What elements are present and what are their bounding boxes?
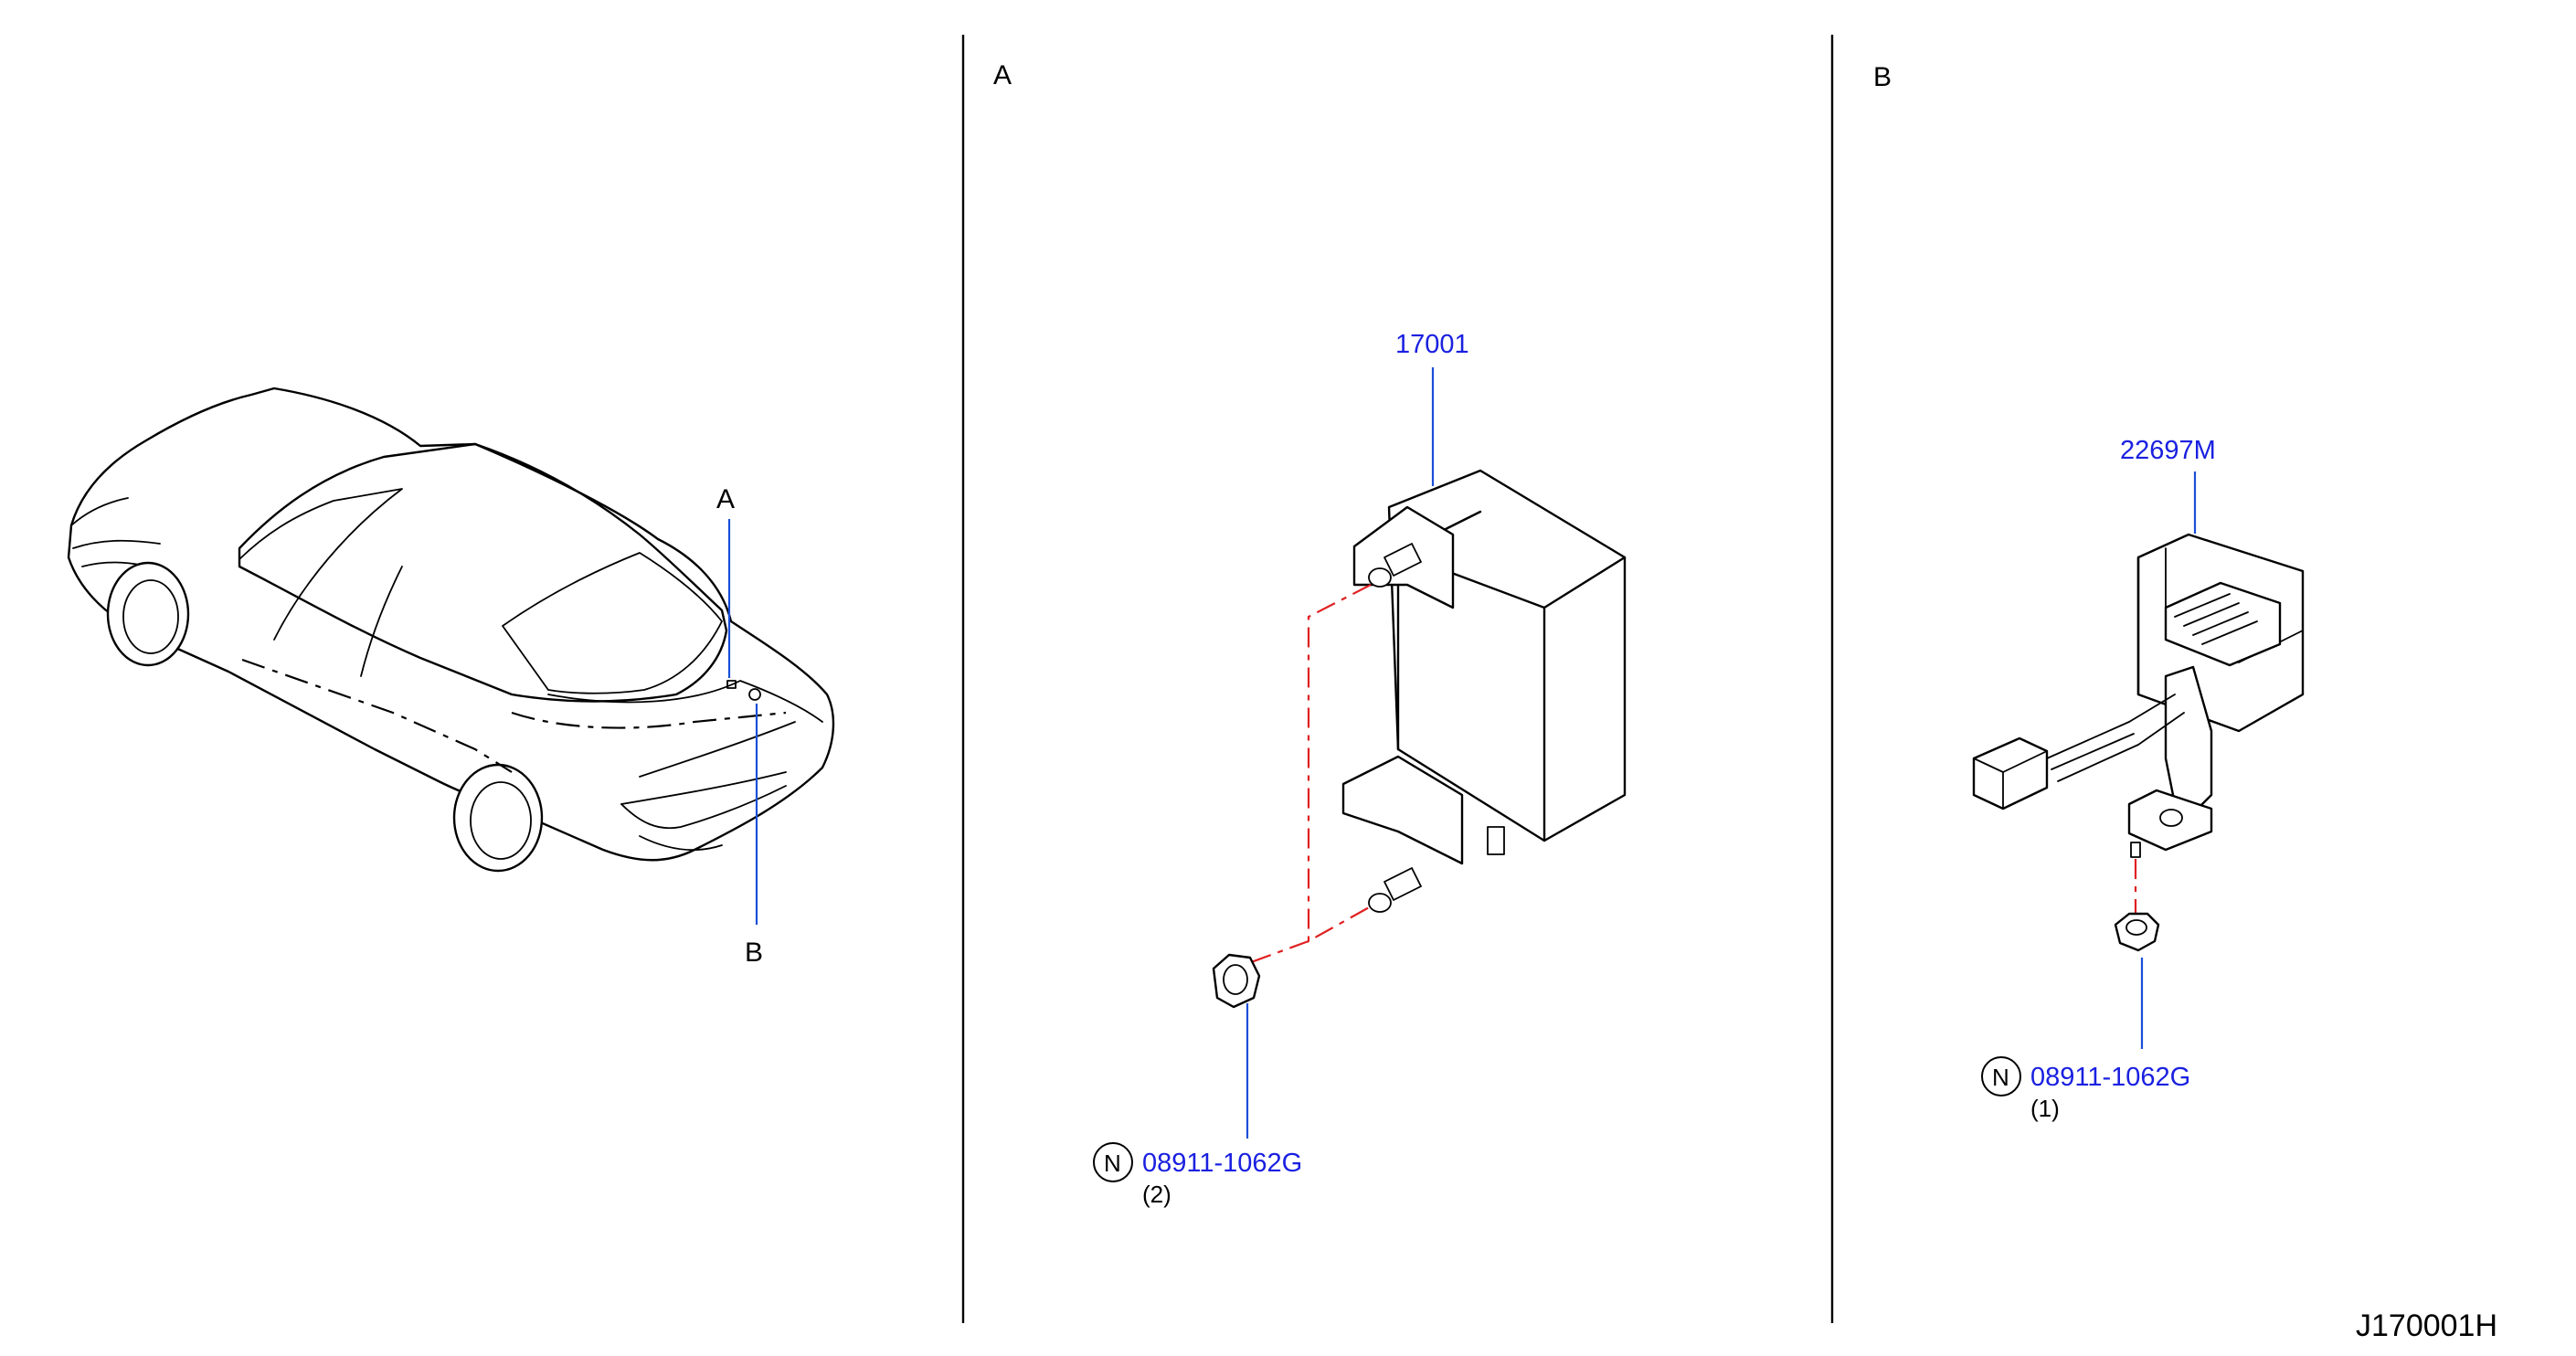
car-illustration [67,387,835,873]
diagram-code: J170001H [2356,1308,2497,1343]
panel-a-letter: A [993,60,1012,90]
nut-b-part-number[interactable]: 08911-1062G [2030,1063,2190,1092]
nut-b-quantity: (1) [2030,1095,2060,1122]
car-callout-a-label: A [716,484,735,514]
bracket-part-number[interactable]: 22697M [2120,436,2216,465]
control-module-17001 [1341,469,1627,913]
module-part-number[interactable]: 17001 [1395,330,1469,359]
car-callout-b-label: B [745,938,763,968]
nut-a [1212,953,1261,1009]
nut-a-quantity: (2) [1142,1181,1171,1208]
nut-b [2114,912,2160,952]
assembly-line-a [1233,584,1372,970]
panel-b-letter: B [1873,62,1892,92]
nut-b-prefix-circle [1981,1056,2021,1096]
bracket-22697m [1972,533,2305,858]
nut-a-part-number[interactable]: 08911-1062G [1142,1149,1302,1178]
nut-a-prefix-circle [1093,1142,1133,1182]
nut-b-prefix: N [1992,1064,2009,1091]
nut-a-prefix: N [1104,1149,1121,1177]
